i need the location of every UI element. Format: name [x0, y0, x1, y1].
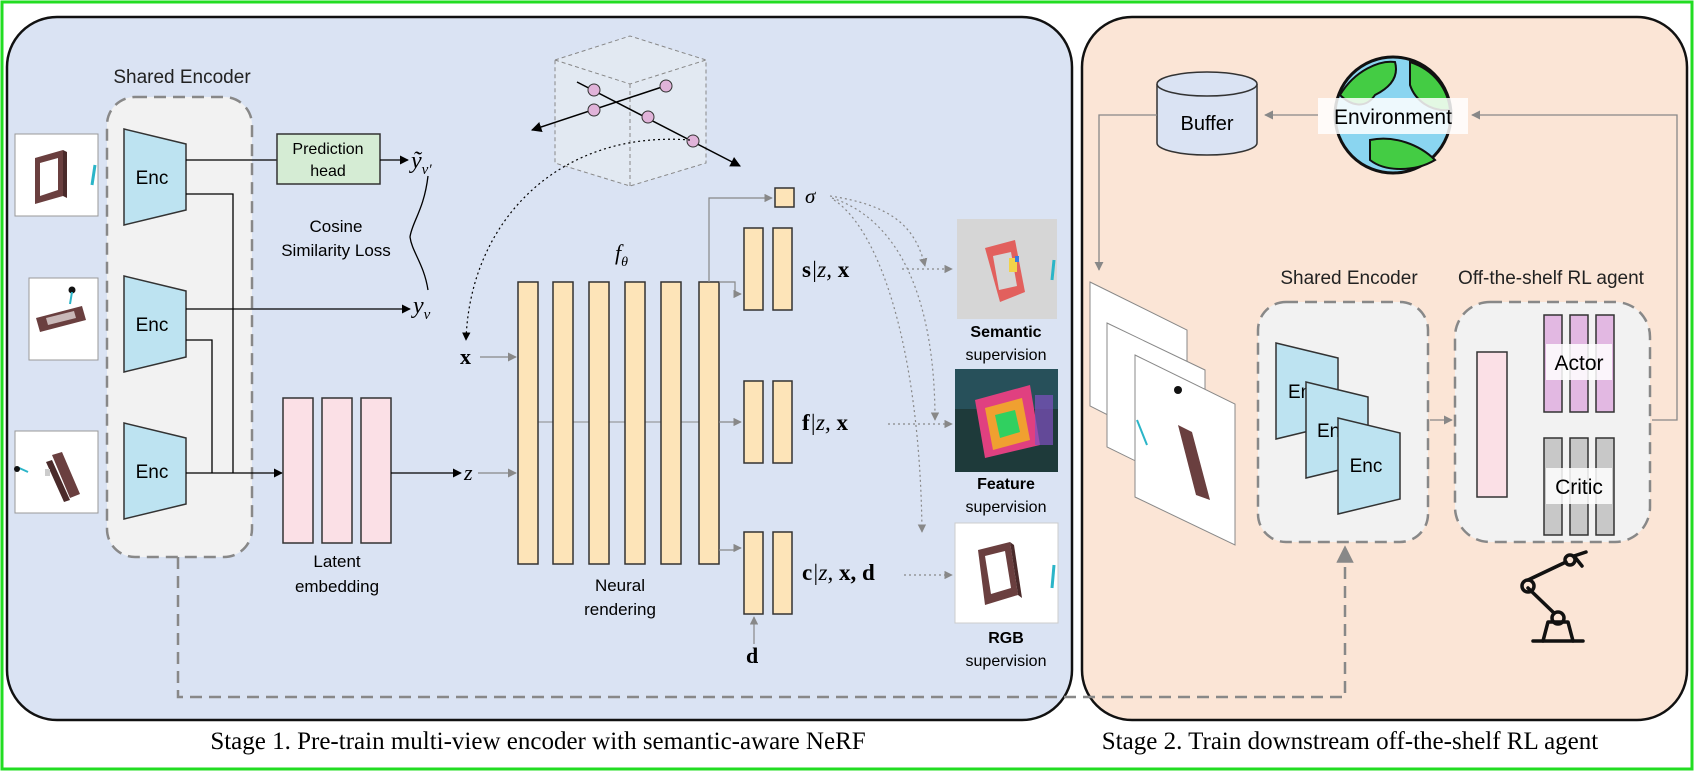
enc-partial-label: En	[1317, 421, 1340, 442]
enc-label: Enc	[136, 168, 169, 189]
encoder-connections	[186, 159, 411, 478]
prediction-head-line2: head	[310, 163, 346, 180]
input-view-2	[28, 277, 99, 361]
observation-frames	[1089, 281, 1236, 546]
enc-label: Enc	[136, 462, 169, 483]
d-label: d	[746, 643, 758, 668]
feature-supervision-image	[955, 369, 1058, 472]
semantic-formula: s|z, x	[802, 257, 850, 282]
stage1-caption: Stage 1. Pre-train multi-view encoder wi…	[210, 728, 865, 755]
stage2-caption: Stage 2. Train downstream off-the-shelf …	[1102, 728, 1598, 755]
stage2-panel: Buffer Environment	[1080, 15, 1689, 722]
latent-embedding: Latent embedding	[282, 397, 392, 596]
encoder-1: Enc	[123, 128, 187, 226]
rgb-title: RGB	[988, 630, 1024, 647]
cosine-loss-line2: Similarity Loss	[281, 241, 391, 260]
sigma-box	[774, 187, 795, 208]
stage1-panel: Shared Encoder	[5, 15, 1074, 722]
feature-sub: supervision	[966, 499, 1047, 516]
feature-head	[743, 380, 793, 464]
y-label: yv	[411, 293, 431, 323]
environment-label: Environment	[1334, 106, 1452, 129]
shared-encoder-title: Shared Encoder	[113, 67, 251, 88]
rl-agent-title: Off-the-shelf RL agent	[1458, 268, 1645, 289]
enc-label: Enc	[1350, 456, 1383, 477]
z-label: z	[463, 460, 473, 485]
globe-icon: Environment	[1318, 55, 1468, 175]
actor-network: Actor	[1543, 314, 1615, 413]
semantic-head	[743, 227, 793, 311]
semantic-supervision-image	[957, 219, 1057, 319]
y-tilde-label: ỹv′	[409, 148, 432, 178]
rgb-formula: c|z, x, d	[802, 560, 875, 585]
mlp-output-connections	[708, 193, 773, 553]
latent-label-line1: Latent	[313, 552, 361, 571]
prediction-head-line1: Prediction	[292, 141, 363, 158]
rgb-supervision-image	[954, 522, 1059, 624]
enc-label: Enc	[136, 315, 169, 336]
stage2-encoders: En En Enc	[1275, 342, 1401, 515]
neural-rendering-line2: rendering	[584, 600, 656, 619]
rl-loop-arrows	[1094, 110, 1678, 425]
latent-label-line2: embedding	[295, 577, 379, 596]
buffer-label: Buffer	[1181, 113, 1234, 135]
encoder-3: Enc	[123, 422, 187, 520]
weight-transfer-line	[176, 545, 1354, 699]
feature-formula: f|z, x	[802, 410, 848, 435]
prediction-head: Prediction head	[276, 133, 381, 185]
supervision-arrows	[829, 195, 953, 580]
x-label: x	[460, 344, 471, 369]
critic-network: Critic	[1543, 437, 1615, 536]
robot-arm-icon	[1520, 550, 1588, 643]
buffer-database-icon: Buffer	[1156, 71, 1258, 156]
critic-label: Critic	[1555, 476, 1603, 499]
f-theta-label: fθ	[615, 240, 628, 270]
window-object-icon	[35, 150, 97, 204]
mlp-network	[517, 281, 720, 565]
encoder-2: Enc	[123, 275, 187, 373]
cosine-brace	[409, 175, 429, 291]
rgb-head	[743, 531, 793, 615]
neural-rendering-line1: Neural	[595, 576, 645, 595]
feature-title: Feature	[977, 476, 1035, 493]
cosine-loss-line1: Cosine	[310, 217, 363, 236]
input-view-1	[14, 133, 99, 217]
input-view-3	[14, 430, 99, 514]
semantic-sub: supervision	[966, 347, 1047, 364]
stage2-shared-encoder-title: Shared Encoder	[1280, 268, 1418, 289]
semantic-title: Semantic	[970, 324, 1041, 341]
rgb-sub: supervision	[966, 653, 1047, 670]
sigma-label: σ	[805, 184, 817, 208]
ray-cube	[531, 35, 741, 187]
actor-label: Actor	[1554, 352, 1603, 375]
agent-latent	[1476, 351, 1508, 498]
